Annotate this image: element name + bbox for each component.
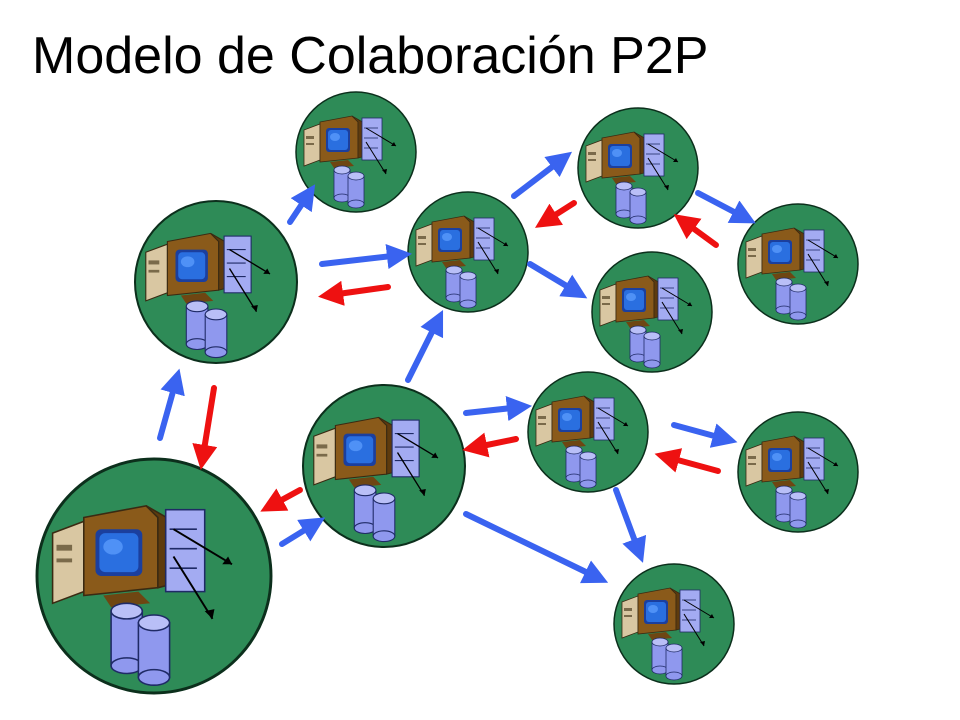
peer-far-right [737, 203, 859, 325]
arrow-bottom-left-to-left [157, 368, 185, 441]
peer-center [407, 191, 529, 313]
arrow-far-right-low-to-mid-right [654, 448, 721, 474]
peer-middle [301, 383, 467, 549]
peer-right-top [577, 107, 699, 229]
peer-bottom-left [35, 457, 273, 695]
arrow-left-to-bottom-left [192, 385, 218, 470]
arrow-far-right-to-right-top [673, 214, 719, 248]
connection-arrows [157, 151, 756, 584]
arrow-left-to-center [319, 244, 413, 270]
peer-mid-right [527, 371, 649, 493]
arrow-center-to-left [318, 280, 391, 306]
arrow-center-to-right-top [511, 151, 573, 199]
arrow-middle-to-bottom-right [463, 511, 609, 584]
arrow-middle-to-bottom-left [260, 487, 303, 512]
peer-far-right-low [737, 411, 859, 533]
arrow-right-top-to-center [534, 200, 577, 228]
arrow-bottom-left-to-middle [279, 517, 326, 547]
peer-left [133, 199, 299, 365]
arrow-mid-right-to-far-right-low [671, 422, 738, 448]
peer-right-mid [591, 251, 713, 373]
arrow-center-to-right-mid [527, 261, 588, 299]
arrow-right-top-to-far-right [695, 190, 756, 224]
peer-bottom-right [613, 563, 735, 685]
peer-top [295, 91, 417, 213]
arrow-middle-to-center [405, 309, 444, 383]
arrow-left-to-top [287, 184, 316, 225]
arrow-mid-right-to-middle [462, 432, 519, 458]
arrow-middle-to-mid-right [463, 396, 533, 422]
arrow-mid-right-to-bottom-right [613, 487, 647, 563]
slide-title: Modelo de Colaboración P2P [32, 27, 709, 85]
